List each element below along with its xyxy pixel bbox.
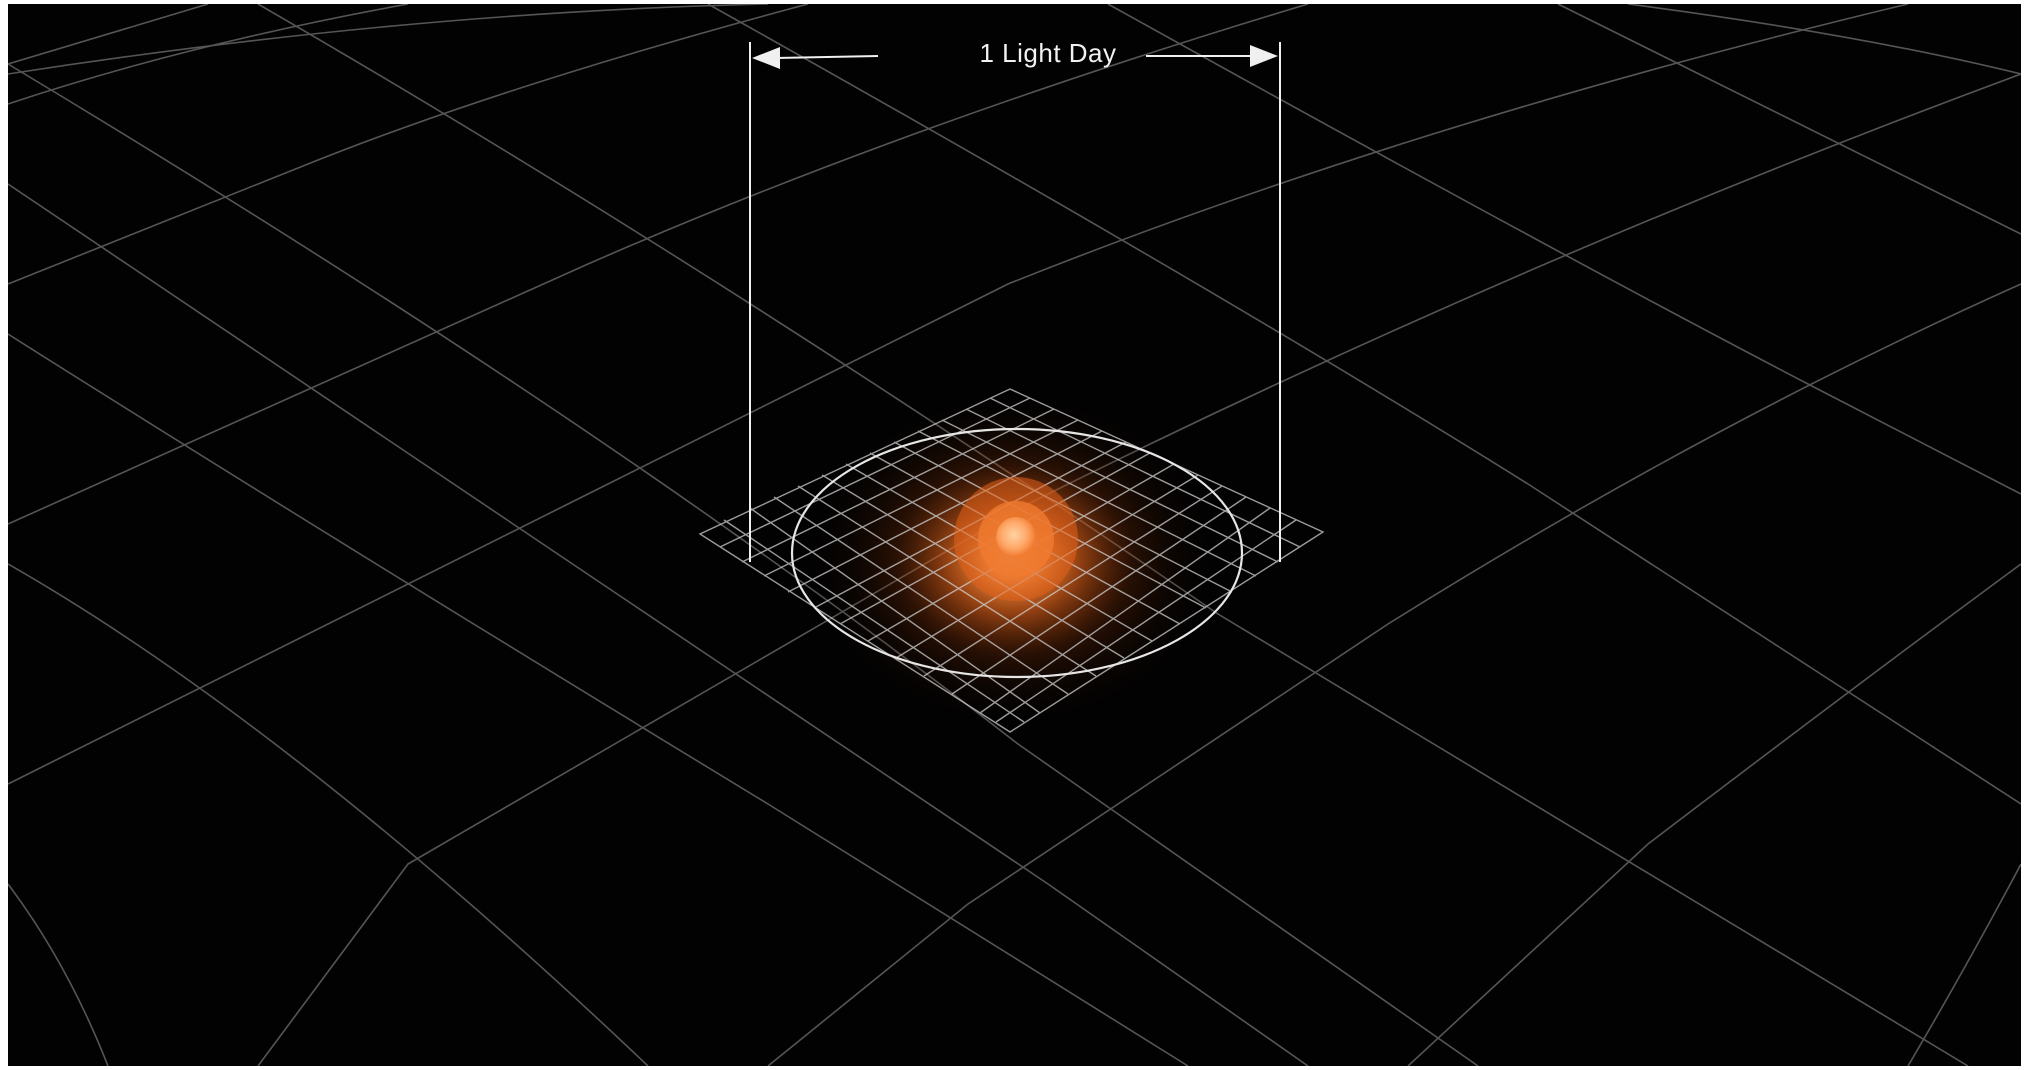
star-glow-icon: [954, 477, 1078, 601]
scene-canvas: [8, 4, 2021, 1066]
space-scene: 1 Light Day: [8, 4, 2021, 1066]
arrowhead-left-icon: [752, 47, 780, 69]
scale-label: 1 Light Day: [979, 38, 1117, 68]
scale-left-arrow-shaft: [775, 55, 879, 59]
orbit-ring: [790, 427, 1244, 679]
arrowhead-right-icon: [1250, 45, 1278, 67]
floor-grid: [8, 4, 2021, 1066]
scale-bracket: [749, 42, 1281, 562]
